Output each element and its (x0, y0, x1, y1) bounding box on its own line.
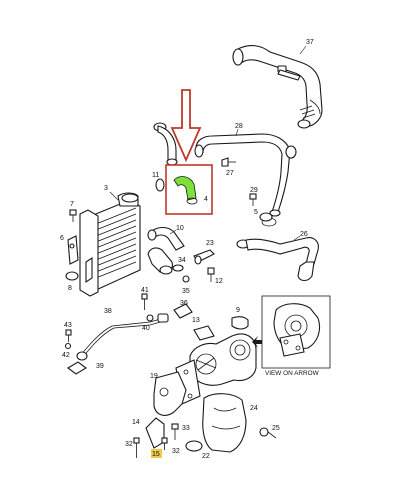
bolt-32-left (133, 437, 140, 458)
label-11: 11 (152, 172, 159, 179)
pipe-38 (76, 313, 169, 361)
label-4: 4 (204, 196, 208, 203)
pointer-arrow (170, 89, 202, 163)
label-19: 19 (150, 373, 158, 380)
bracket-6 (67, 235, 79, 265)
bolt-33 (171, 423, 179, 440)
label-37: 37 (306, 39, 314, 46)
clamp-11 (155, 178, 165, 192)
leader-10 (169, 229, 177, 235)
label-41: 41 (141, 287, 149, 294)
label-28: 28 (235, 123, 243, 130)
washer-35 (182, 275, 190, 283)
label-9: 9 (236, 307, 240, 314)
label-14: 14 (132, 419, 140, 426)
label-8: 8 (68, 285, 72, 292)
label-36: 36 (180, 300, 188, 307)
highlight-box (165, 164, 213, 215)
clamp-5 (259, 212, 273, 222)
label-6: 6 (60, 235, 64, 242)
bolt-29 (249, 193, 257, 206)
washer-40 (146, 314, 154, 322)
label-32-right: 32 (172, 448, 180, 455)
label-24: 24 (250, 405, 258, 412)
heat-shield-24 (202, 393, 247, 453)
hose-4 (173, 176, 197, 201)
label-43: 43 (64, 322, 72, 329)
air-pipe-37 (232, 44, 323, 129)
bolt-27 (221, 157, 229, 167)
bolt-7 (69, 209, 77, 222)
label-40: 40 (142, 325, 150, 332)
elbow-19 (153, 371, 187, 416)
inset-caption: VIEW ON ARROW (265, 370, 320, 377)
bolt-12 (207, 267, 215, 282)
label-15: 15 (152, 451, 160, 458)
leader-28 (235, 128, 239, 137)
pipe-9 (231, 316, 249, 330)
label-22: 22 (202, 453, 210, 460)
bolt-25 (259, 427, 277, 439)
label-27: 27 (226, 170, 234, 177)
gasket-22 (185, 440, 203, 452)
label-3: 3 (104, 185, 108, 192)
label-38: 38 (104, 308, 112, 315)
label-25: 25 (272, 425, 280, 432)
bolt-41 (141, 293, 148, 310)
label-32-left: 32 (125, 441, 133, 448)
label-26: 26 (300, 231, 308, 238)
washer-42 (64, 342, 72, 350)
bolt-32-right (161, 437, 168, 450)
bolt-43 (65, 329, 72, 342)
gasket-39 (67, 361, 87, 375)
inset-view: VIEW ON ARROW (261, 295, 331, 377)
leader-26 (293, 235, 301, 241)
highlighted-hose-4 (165, 164, 213, 215)
label-35: 35 (182, 288, 190, 295)
turbocharger (175, 333, 257, 405)
hose-28 (194, 133, 297, 227)
gasket-36 (173, 303, 193, 319)
clamp-34 (172, 264, 184, 272)
label-42: 42 (62, 352, 70, 359)
view-arrow (252, 336, 262, 348)
label-12: 12 (215, 278, 223, 285)
callout-15 (151, 449, 162, 458)
seal-8 (65, 271, 79, 281)
leader-3 (109, 191, 119, 201)
hose-26 (236, 237, 319, 282)
label-13: 13 (192, 317, 200, 324)
label-7: 7 (70, 201, 74, 208)
leader-37 (299, 45, 307, 55)
label-33: 33 (182, 425, 190, 432)
hose-10 (147, 226, 185, 275)
label-29: 29 (250, 187, 258, 194)
pipe-23 (193, 249, 215, 265)
flange-13 (193, 325, 215, 341)
label-39: 39 (96, 363, 104, 370)
label-34: 34 (178, 257, 186, 264)
intercooler-3 (79, 192, 141, 297)
label-5: 5 (254, 209, 258, 216)
bracket-14 (145, 417, 165, 449)
label-23: 23 (206, 240, 214, 247)
label-10: 10 (176, 225, 184, 232)
